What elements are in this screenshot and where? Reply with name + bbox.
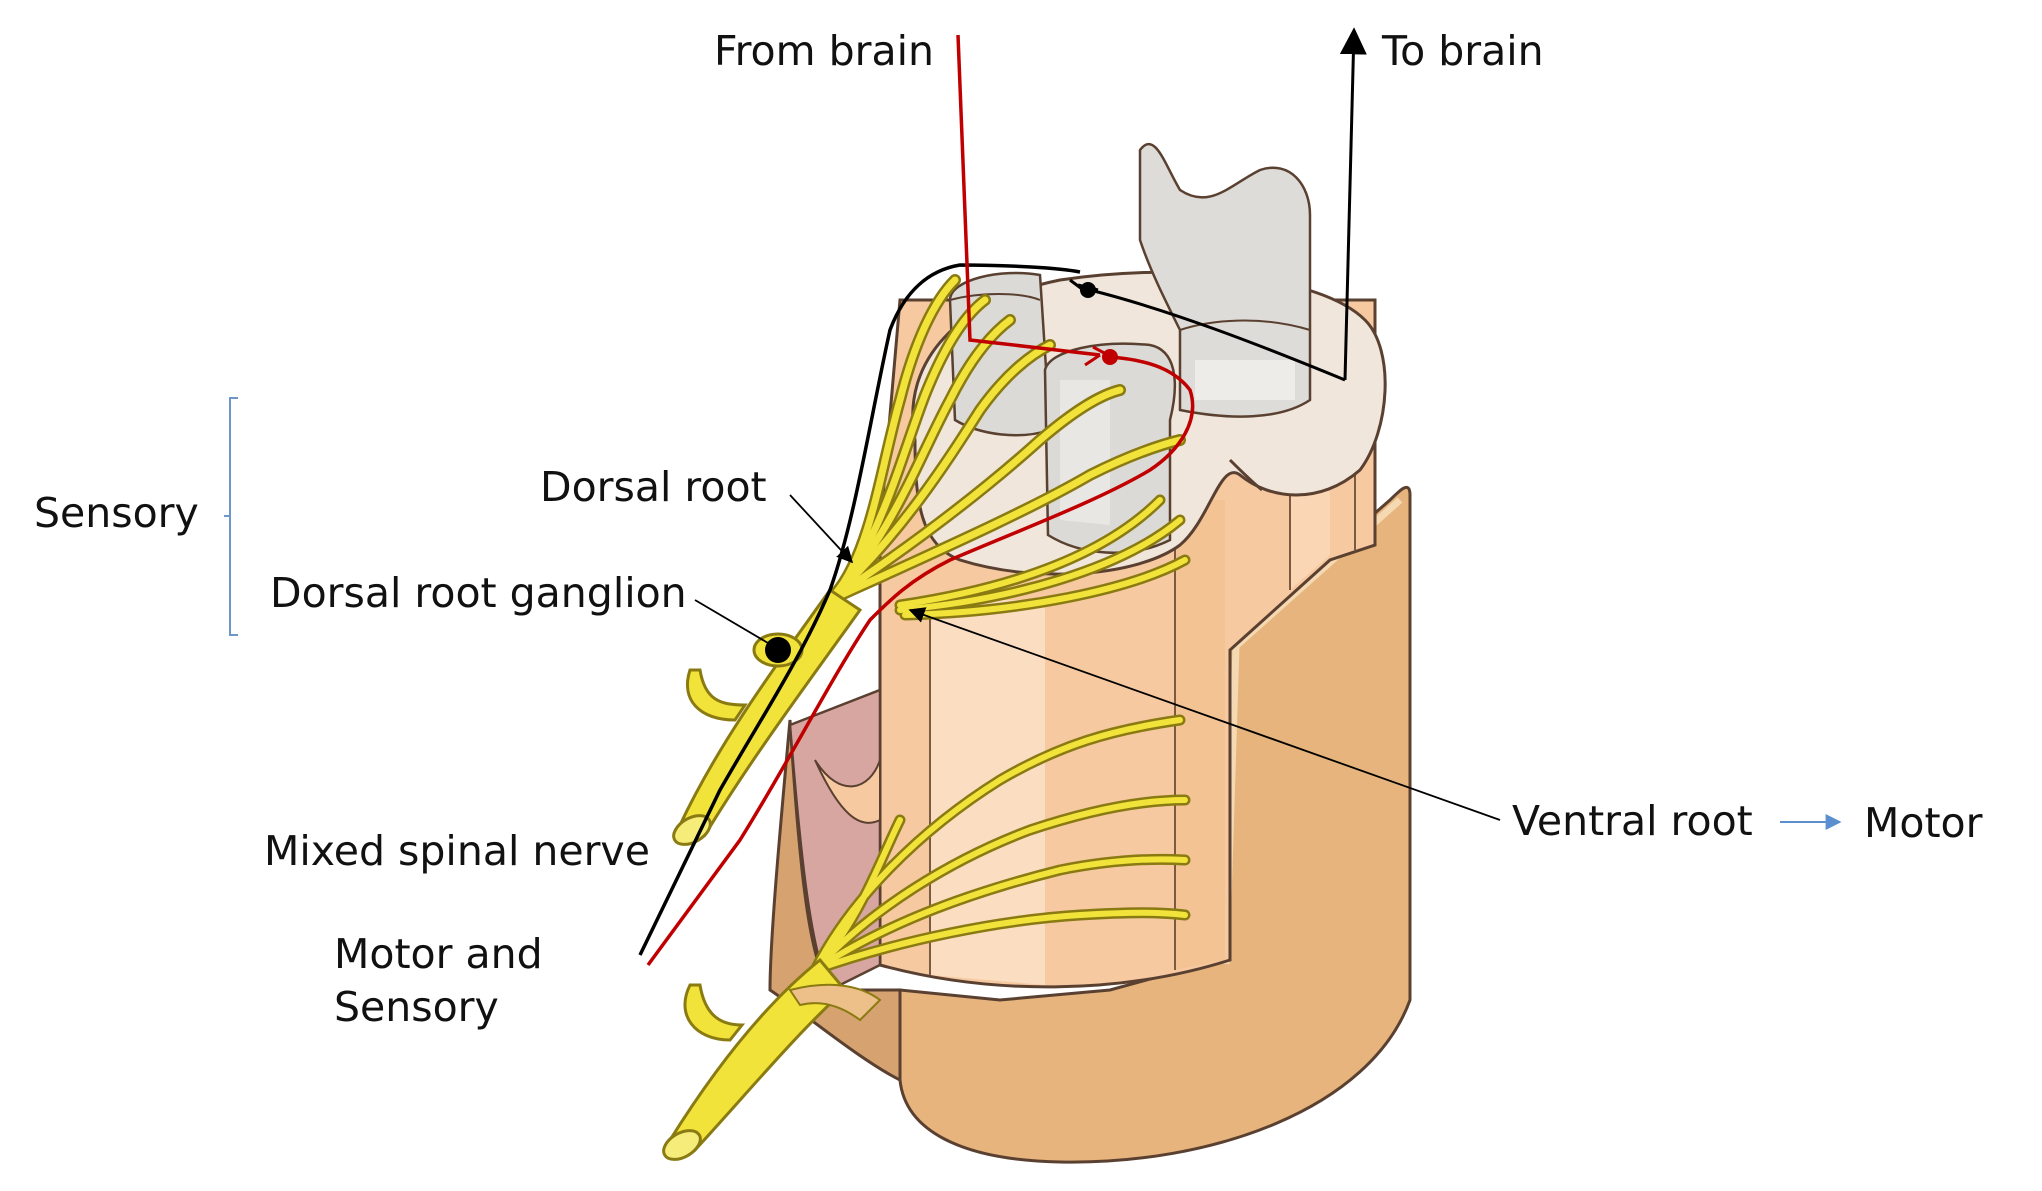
sensory-bracket: [229, 397, 238, 636]
motor-pathway: [646, 34, 1195, 967]
ganglion-leader: [694, 599, 769, 644]
dorsal-root-ganglion-label: Dorsal root ganglion: [270, 569, 687, 617]
motor-synapse-dot: [1102, 349, 1118, 365]
motor-and-sensory-line2: Sensory: [334, 983, 499, 1032]
leader-lines: [694, 494, 1501, 821]
ganglion-dot: [765, 637, 791, 663]
sensory-synapse-dot: [1080, 282, 1096, 298]
motor-and-sensory-label: Motor and Sensory: [334, 928, 543, 1035]
ventral-fiber-loops: [894, 494, 1191, 621]
motor-label: Motor: [1864, 799, 1983, 847]
from-brain-label: From brain: [714, 27, 934, 75]
to-brain-label: To brain: [1382, 27, 1544, 75]
ventral-root-arrow: [908, 607, 1501, 821]
dorsal-root-fibers: [824, 274, 1186, 606]
sensory-label: Sensory: [34, 489, 199, 537]
dorsal-root-label: Dorsal root: [540, 463, 767, 511]
ventral-root-label: Ventral root: [1512, 797, 1753, 845]
lower-nerve-fan: [809, 714, 1191, 976]
lower-spinal-nerve: [662, 957, 882, 1161]
mixed-spinal-nerve-label: Mixed spinal nerve: [264, 827, 650, 875]
dorsal-root-arrow: [789, 494, 854, 564]
motor-and-sensory-line1: Motor and: [334, 930, 543, 978]
